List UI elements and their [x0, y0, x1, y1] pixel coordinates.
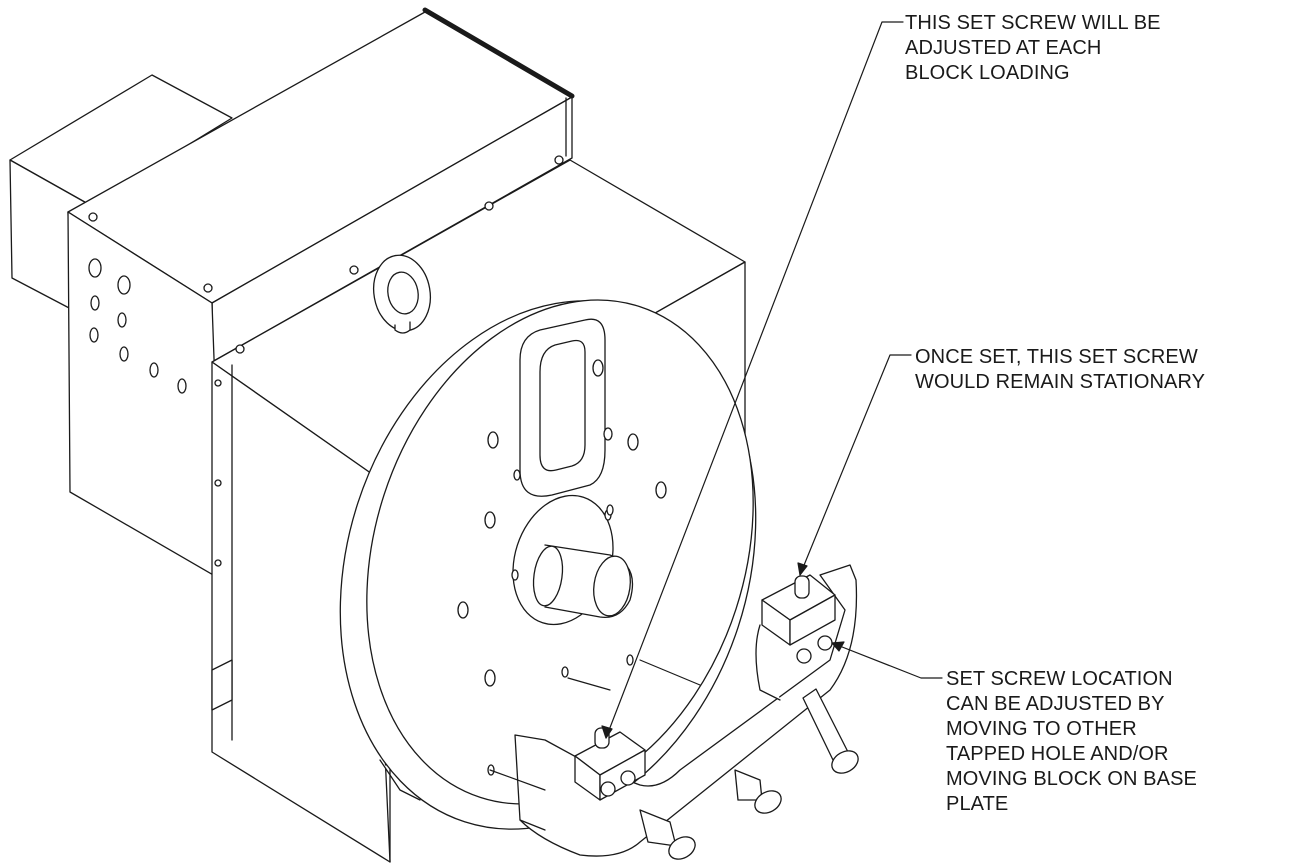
disc-holes [457, 359, 667, 776]
callout-set-screw-location: SET SCREW LOCATION CAN BE ADJUSTED BY MO… [946, 667, 1197, 817]
hub-shaft [512, 494, 634, 626]
callout-line: TAPPED HOLE AND/OR [946, 743, 1169, 765]
side-panel-holes [88, 258, 187, 394]
callout-line: MOVING TO OTHER [946, 718, 1137, 740]
set-screw-block-rear [761, 574, 836, 664]
mounting-bolts [639, 688, 859, 860]
callout-line: BLOCK LOADING [905, 62, 1070, 84]
callout-line: THIS SET SCREW WILL BE [905, 12, 1161, 34]
callout-adjusted-set-screw: THIS SET SCREW WILL BE ADJUSTED AT EACH … [905, 11, 1161, 86]
callout-line: ADJUSTED AT EACH [905, 37, 1102, 59]
disc-slot [519, 318, 606, 497]
callout-line: PLATE [946, 793, 1009, 815]
leader-lines [489, 21, 943, 791]
callout-line: SET SCREW LOCATION [946, 668, 1173, 690]
callout-stationary-set-screw: ONCE SET, THIS SET SCREW WOULD REMAIN ST… [915, 345, 1205, 395]
cover-screws [88, 155, 564, 567]
callout-line: ONCE SET, THIS SET SCREW [915, 346, 1198, 368]
eyebolt [372, 254, 432, 334]
callout-line: WOULD REMAIN STATIONARY [915, 371, 1206, 393]
callout-line: MOVING BLOCK ON BASE [946, 768, 1197, 790]
callout-line: CAN BE ADJUSTED BY [946, 693, 1165, 715]
set-screw-block-front [574, 727, 646, 801]
